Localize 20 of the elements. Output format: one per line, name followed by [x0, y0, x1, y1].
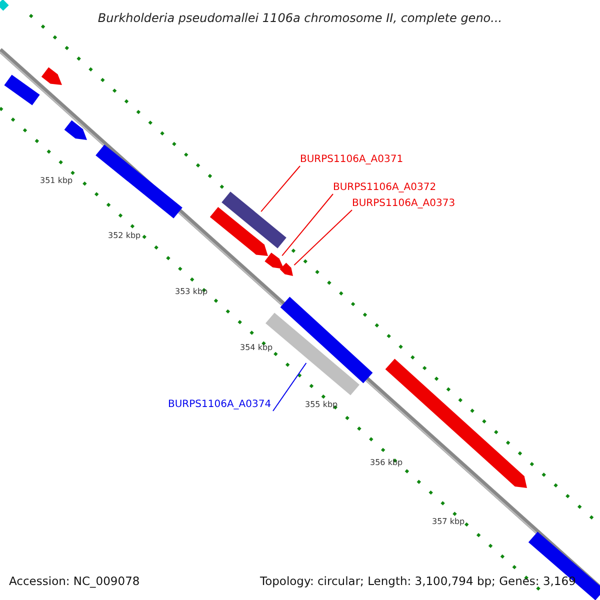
gene-block [264, 252, 284, 269]
footer-text: Topology: circular; Length: 3,100,794 bp; Genes: 3,169 [260, 576, 576, 588]
map-title: Burkholderia pseudomallei 1106a chromosome II, complete geno... [98, 12, 502, 24]
gene-bar [222, 192, 286, 248]
axis-tick-label: 352 kbp [108, 232, 141, 240]
footer-text: Accession: NC_009078 [9, 576, 140, 588]
axis-tick-label: 351 kbp [40, 177, 73, 185]
axis-tick-label: 354 kbp [240, 344, 273, 352]
leader-line [260, 166, 300, 212]
gene-label: BURPS1106A_A0374 [168, 400, 272, 410]
leader-line [294, 210, 352, 266]
gene-label: BURPS1106A_A0373 [352, 199, 456, 209]
leader-line [282, 194, 334, 256]
leader-line [272, 362, 307, 412]
axis-tick-label: 353 kbp [175, 288, 208, 296]
gene-label: BURPS1106A_A0372 [333, 183, 436, 193]
gene-label: BURPS1106A_A0371 [300, 155, 404, 165]
axis-tick-label: 356 kbp [370, 459, 403, 467]
axis-tick-label: 357 kbp [432, 518, 465, 526]
gene-block [280, 262, 293, 276]
